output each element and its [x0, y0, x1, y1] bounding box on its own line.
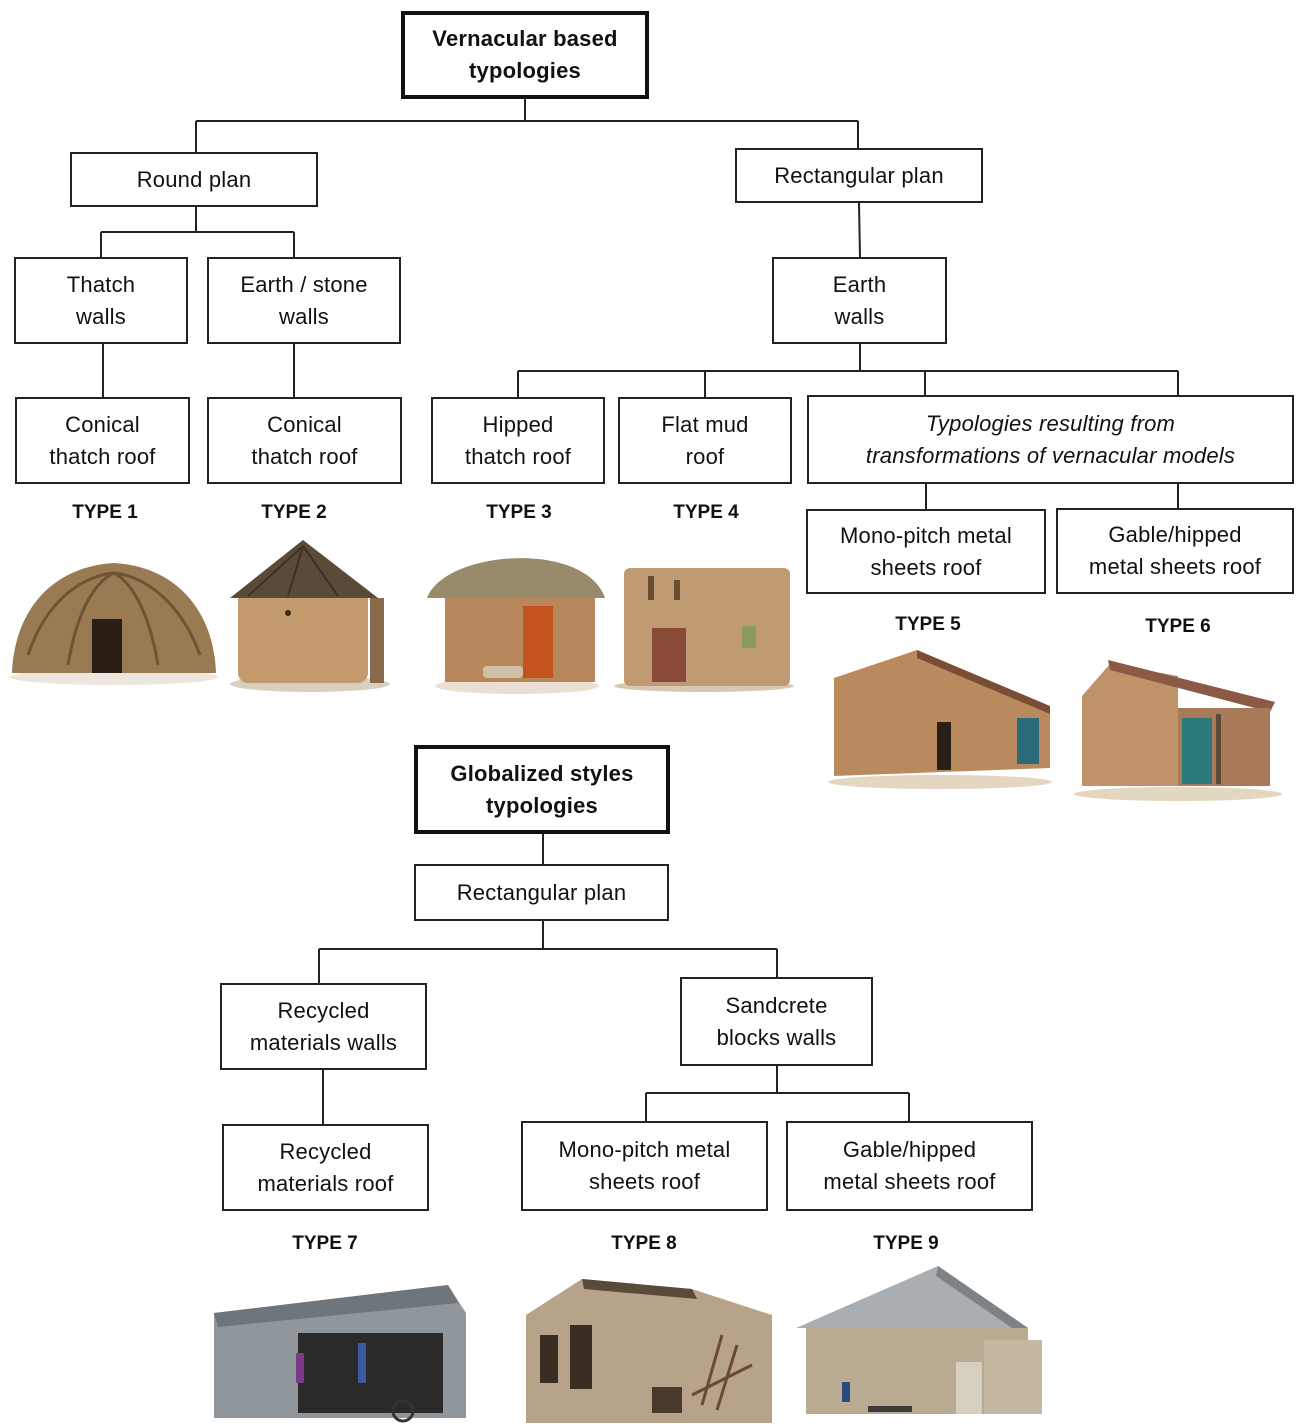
hipped-thatch-roof-box: Hipped thatch roof: [431, 397, 605, 484]
type-5-house-image: [828, 650, 1052, 789]
type-4-house-image: [614, 568, 794, 692]
type-9-house-image: [796, 1266, 1042, 1414]
type-9-label: TYPE 9: [873, 1233, 939, 1254]
recycled-walls-box: Recycled materials walls: [220, 983, 427, 1070]
globalized-rectangular-plan-box: Rectangular plan: [414, 864, 669, 921]
type-6-house-image: [1074, 660, 1282, 801]
type-5-label: TYPE 5: [895, 614, 961, 635]
mono-pitch-roof-box-1: Mono-pitch metal sheets roof: [806, 509, 1046, 594]
type-8-label: TYPE 8: [611, 1233, 677, 1254]
type-1-label: TYPE 1: [72, 502, 138, 523]
type-7-label: TYPE 7: [292, 1233, 358, 1254]
recycled-roof-box: Recycled materials roof: [222, 1124, 429, 1211]
type-3-label: TYPE 3: [486, 502, 552, 523]
sandcrete-walls-box: Sandcrete blocks walls: [680, 977, 873, 1066]
conical-thatch-roof-box-1: Conical thatch roof: [15, 397, 190, 484]
earth-stone-walls-box: Earth / stone walls: [207, 257, 401, 344]
gable-hipped-roof-box-2: Gable/hipped metal sheets roof: [786, 1121, 1033, 1211]
vernacular-root-box: Vernacular based typologies: [401, 11, 649, 99]
mono-pitch-roof-box-2: Mono-pitch metal sheets roof: [521, 1121, 768, 1211]
round-plan-box: Round plan: [70, 152, 318, 207]
type-6-label: TYPE 6: [1145, 616, 1211, 637]
flat-mud-roof-box: Flat mud roof: [618, 397, 792, 484]
globalized-root-box: Globalized styles typologies: [414, 745, 670, 834]
type-8-house-image: [526, 1279, 772, 1423]
type-4-label: TYPE 4: [673, 502, 739, 523]
thatch-walls-box: Thatch walls: [14, 257, 188, 344]
transformations-box: Typologies resulting from transformation…: [807, 395, 1294, 484]
type-7-house-image: [214, 1285, 466, 1423]
type-1-house-image: [10, 563, 218, 685]
gable-hipped-roof-box-1: Gable/hipped metal sheets roof: [1056, 508, 1294, 594]
conical-thatch-roof-box-2: Conical thatch roof: [207, 397, 402, 484]
type-3-house-image: [427, 558, 605, 694]
rectangular-plan-box: Rectangular plan: [735, 148, 983, 203]
type-2-label: TYPE 2: [261, 502, 327, 523]
earth-walls-box: Earth walls: [772, 257, 947, 344]
type-2-house-image: [230, 540, 390, 692]
